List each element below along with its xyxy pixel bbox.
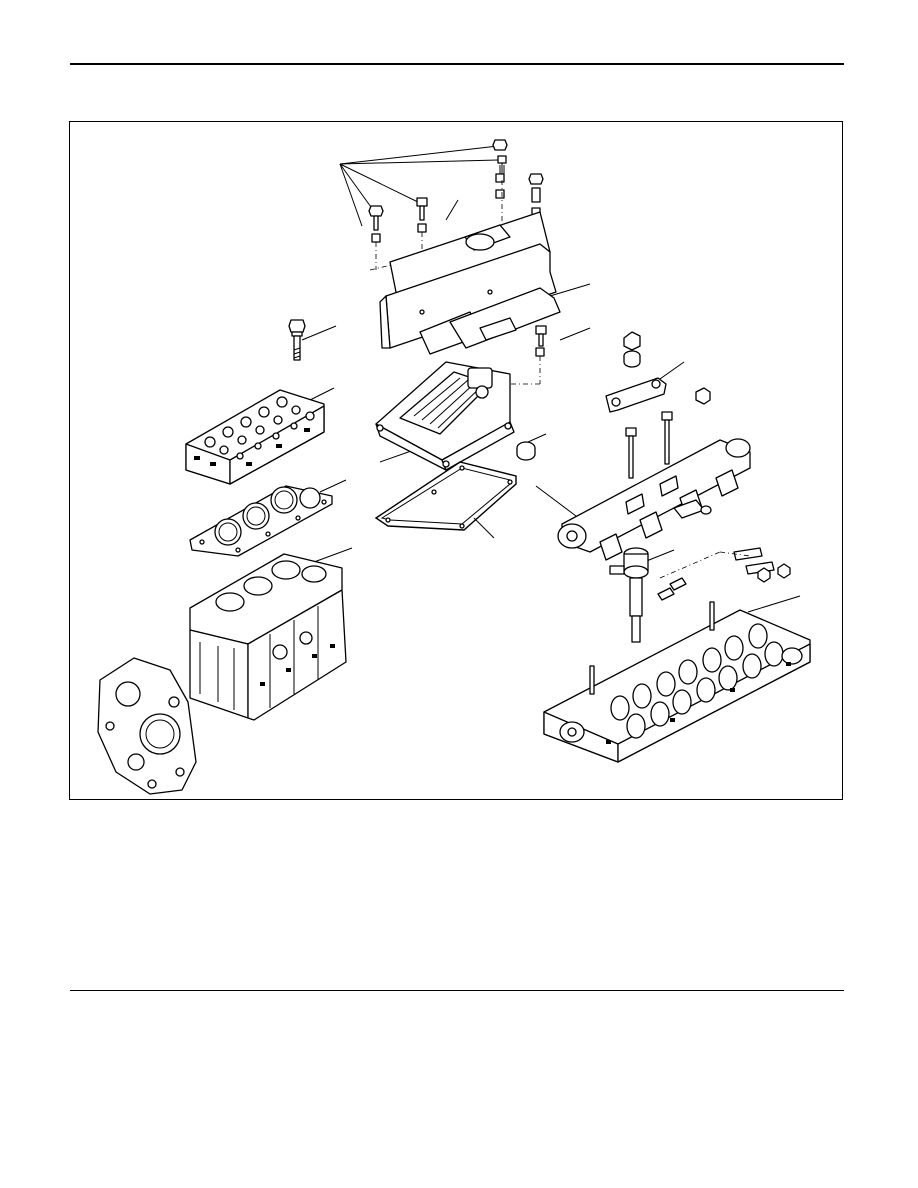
rail-clamp xyxy=(605,331,711,413)
rocker-cover xyxy=(375,361,515,471)
cylinder-head-left xyxy=(185,389,325,485)
cylinder-block xyxy=(189,553,347,721)
bracket-bolts xyxy=(510,325,547,385)
exploded-engine-diagram xyxy=(69,121,843,800)
flywheel-housing xyxy=(97,657,197,795)
head-gasket xyxy=(189,485,333,557)
head-bolt xyxy=(288,319,306,361)
rocker-cover-gasket xyxy=(374,461,517,531)
cylinder-head-right xyxy=(543,601,811,763)
header-rule xyxy=(70,63,844,65)
oil-filler-cap xyxy=(516,441,536,461)
cover-gasket-plate xyxy=(449,287,561,349)
rail-bolts xyxy=(625,411,673,479)
footer-rule xyxy=(70,990,844,991)
injector xyxy=(609,547,649,643)
common-rail xyxy=(557,438,751,561)
injector-clamp-bolts xyxy=(657,547,791,601)
